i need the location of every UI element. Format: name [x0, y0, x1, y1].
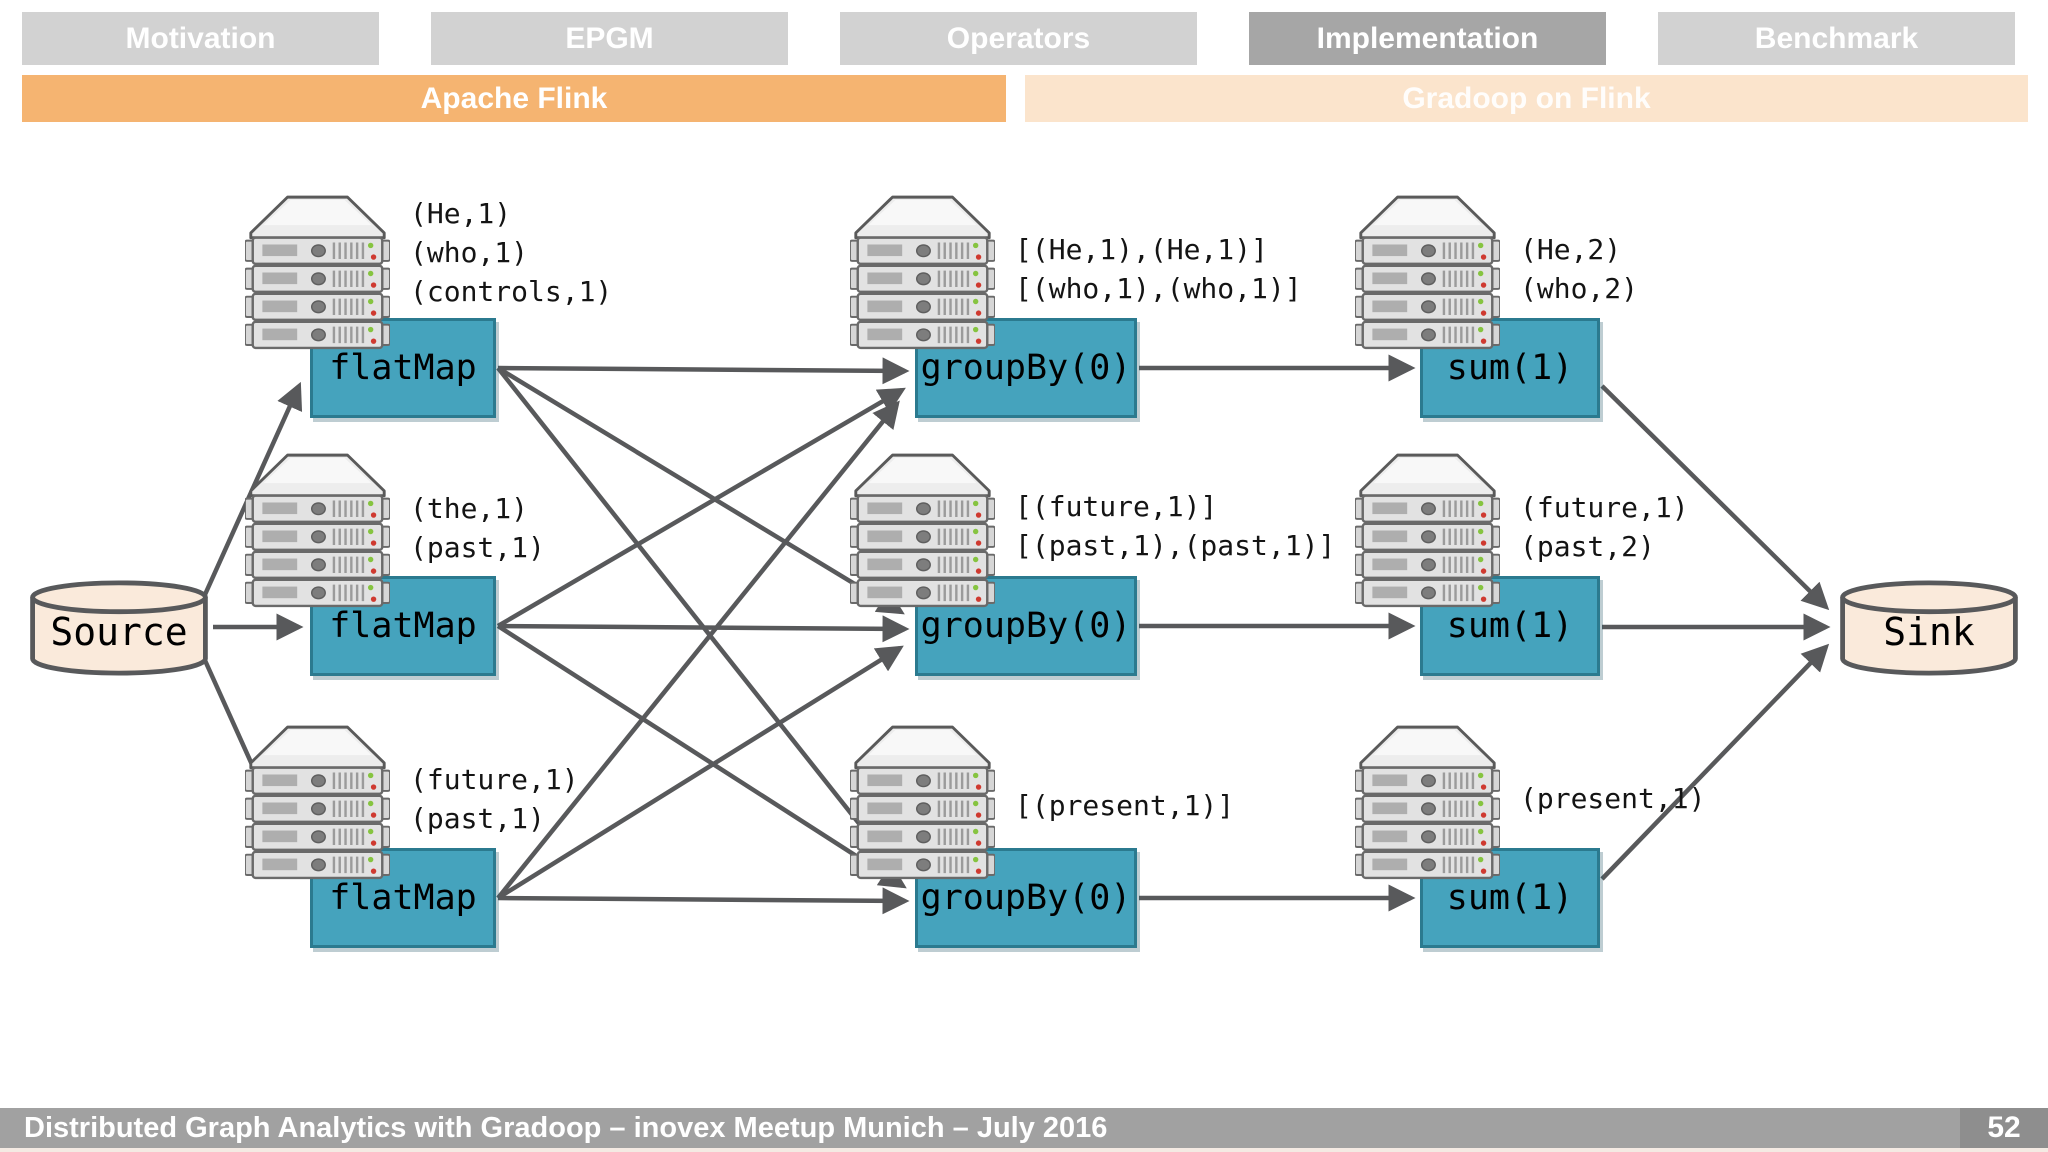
annotation-line: (controls,1)	[410, 275, 613, 308]
server-rack-icon	[1355, 723, 1500, 883]
operator-label: groupBy(0)	[920, 348, 1132, 388]
subtab-apache-flink[interactable]: Apache Flink	[22, 75, 1006, 122]
annotation-line: (future,1)	[410, 763, 579, 796]
annotation-line: [(present,1)]	[1015, 789, 1235, 822]
page-number: 52	[1960, 1108, 2048, 1148]
tab-operators[interactable]: Operators	[840, 12, 1197, 65]
flatmap-output-annotation: (He,1) (who,1) (controls,1)	[410, 194, 612, 311]
annotation-line: (present,1)	[1520, 782, 1706, 815]
sink-label: Sink	[1883, 610, 1975, 654]
operator-label: groupBy(0)	[920, 878, 1132, 918]
annotation-line: (past,1)	[410, 802, 545, 835]
server-rack-icon	[850, 193, 995, 353]
operator-label: sum(1)	[1446, 348, 1574, 388]
operator-label: flatMap	[329, 606, 477, 646]
flatmap-output-annotation: (future,1) (past,1)	[410, 760, 579, 838]
annotation-line: [(He,1),(He,1)]	[1015, 233, 1268, 266]
operator-label: sum(1)	[1446, 878, 1574, 918]
operator-label: flatMap	[329, 878, 477, 918]
bottom-strip	[0, 1148, 2048, 1152]
annotation-line: (who,2)	[1520, 272, 1639, 305]
annotation-line: (He,2)	[1520, 233, 1622, 266]
tab-implementation[interactable]: Implementation	[1249, 12, 1606, 65]
annotation-line: (past,1)	[410, 531, 545, 564]
subtab-gradoop-on-flink[interactable]: Gradoop on Flink	[1025, 75, 2028, 122]
groupby-operator: groupBy(0)	[915, 848, 1137, 948]
annotation-line: [(who,1),(who,1)]	[1015, 272, 1302, 305]
annotation-line: (He,1)	[410, 197, 512, 230]
server-rack-icon	[245, 193, 390, 353]
groupby-output-annotation: [(future,1)] [(past,1),(past,1)]	[1015, 487, 1335, 565]
annotation-line: (the,1)	[410, 492, 529, 525]
server-rack-icon	[1355, 193, 1500, 353]
annotation-line: (who,1)	[410, 236, 529, 269]
operator-label: flatMap	[329, 348, 477, 388]
sum-output-annotation: (future,1) (past,2)	[1520, 488, 1689, 566]
server-rack-icon	[850, 451, 995, 611]
operator-label: groupBy(0)	[920, 606, 1132, 646]
footer-bar: Distributed Graph Analytics with Gradoop…	[0, 1108, 2048, 1148]
groupby-output-annotation: [(He,1),(He,1)] [(who,1),(who,1)]	[1015, 230, 1302, 308]
tab-epgm[interactable]: EPGM	[431, 12, 788, 65]
sum-output-annotation: (He,2) (who,2)	[1520, 230, 1638, 308]
annotation-line: [(future,1)]	[1015, 490, 1218, 523]
sum-output-annotation: (present,1)	[1520, 779, 1705, 818]
groupby-output-annotation: [(present,1)]	[1015, 786, 1234, 825]
server-rack-icon	[245, 723, 390, 883]
server-rack-icon	[245, 451, 390, 611]
sink-node: Sink	[1836, 580, 2022, 676]
annotation-line: (future,1)	[1520, 491, 1689, 524]
tab-benchmark[interactable]: Benchmark	[1658, 12, 2015, 65]
tab-motivation[interactable]: Motivation	[22, 12, 379, 65]
flatmap-output-annotation: (the,1) (past,1)	[410, 489, 545, 567]
flatmap-operator: flatMap	[310, 576, 496, 676]
server-rack-icon	[850, 723, 995, 883]
annotation-line: [(past,1),(past,1)]	[1015, 529, 1336, 562]
source-label: Source	[50, 610, 188, 654]
sum-operator: sum(1)	[1420, 318, 1600, 418]
server-rack-icon	[1355, 451, 1500, 611]
annotation-line: (past,2)	[1520, 530, 1655, 563]
source-node: Source	[26, 580, 212, 676]
footer-title: Distributed Graph Analytics with Gradoop…	[24, 1111, 1108, 1144]
operator-label: sum(1)	[1446, 606, 1574, 646]
